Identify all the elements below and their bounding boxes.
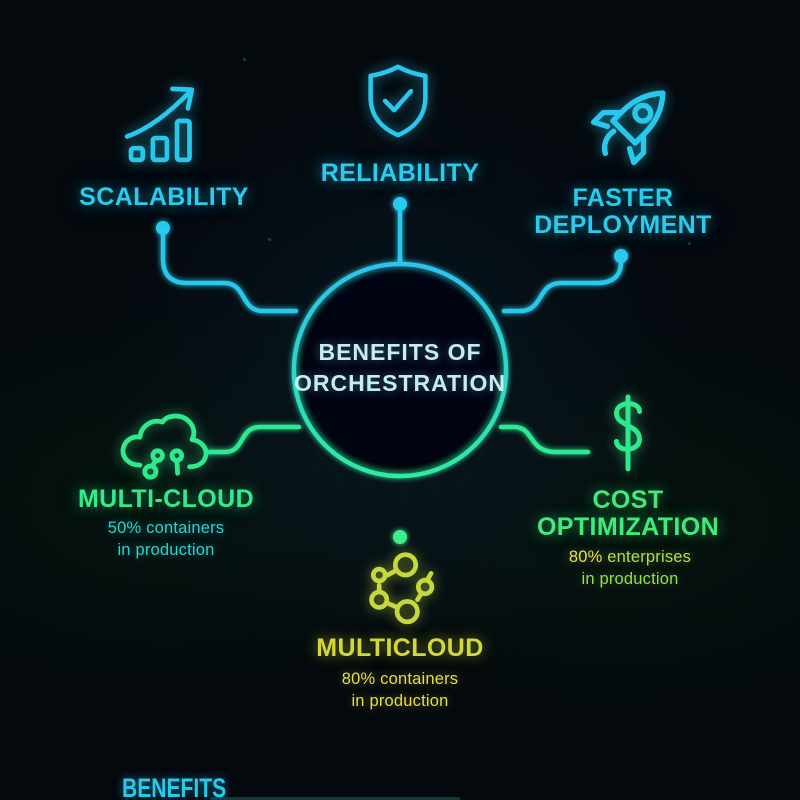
multicloud-stat: 80% containers in production <box>342 668 459 712</box>
multi-cloud-stat: 50% containers in production <box>108 517 225 561</box>
multi-cloud-stat-line1: 50% containers <box>107 519 225 537</box>
shield-check-icon <box>360 58 436 144</box>
cloud-nodes-icon <box>116 408 212 500</box>
multicloud-label: MULTICLOUD <box>316 634 484 662</box>
cost-optimization-line2: OPTIMIZATION <box>536 513 720 541</box>
center-circle <box>291 261 509 479</box>
cost-optimization-stat: 80% enterprises in production <box>569 546 691 590</box>
cost-optimization-stat-line1: 80% enterprises <box>569 546 691 568</box>
background-speck <box>243 58 246 61</box>
cost-stat-word: enterprises <box>607 548 692 566</box>
faster-deployment-label: FASTER DEPLOYMENT <box>534 185 712 239</box>
cost-stat-percent: 80% <box>568 548 603 566</box>
connector-dot-multicloud <box>393 530 407 544</box>
multi-cloud-label: MULTI-CLOUD <box>77 485 255 513</box>
multicloud-stat-line1: 80% containers <box>341 670 459 688</box>
center-title: BENEFITS OF ORCHESTRATION <box>294 337 506 399</box>
multicloud-stat-line2: in production <box>351 692 449 710</box>
connector-scalability <box>160 227 299 314</box>
footer-benefits-label: BENEFITS <box>122 773 227 800</box>
connector-faster-deployment <box>501 255 624 314</box>
faster-deployment-line1: FASTER <box>572 184 674 212</box>
connector-multi-cloud <box>204 424 302 455</box>
rocket-icon <box>582 76 680 174</box>
background-speck <box>268 238 271 241</box>
connector-dot-scalability <box>156 221 170 235</box>
background-speck <box>688 242 691 245</box>
connector-cost-optimization <box>498 424 591 455</box>
cost-optimization-line1: COST <box>592 486 664 514</box>
cost-optimization-label: COST OPTIMIZATION <box>537 487 719 541</box>
growth-chart-icon <box>124 84 202 164</box>
connector-dot-reliability <box>393 197 407 211</box>
connector-dot-faster-deployment <box>614 249 628 263</box>
cost-optimization-stat-line2: in production <box>581 570 679 588</box>
faster-deployment-line2: DEPLOYMENT <box>534 211 712 239</box>
scalability-label: SCALABILITY <box>79 183 249 211</box>
cluster-nodes-icon <box>358 547 448 632</box>
reliability-label: RELIABILITY <box>320 159 480 187</box>
center-title-line2: ORCHESTRATION <box>294 370 506 396</box>
multi-cloud-stat-line2: in production <box>117 541 215 559</box>
center-title-line1: BENEFITS OF <box>318 339 482 365</box>
dollar-sign-icon <box>605 392 651 474</box>
cutoff-element <box>210 797 460 800</box>
